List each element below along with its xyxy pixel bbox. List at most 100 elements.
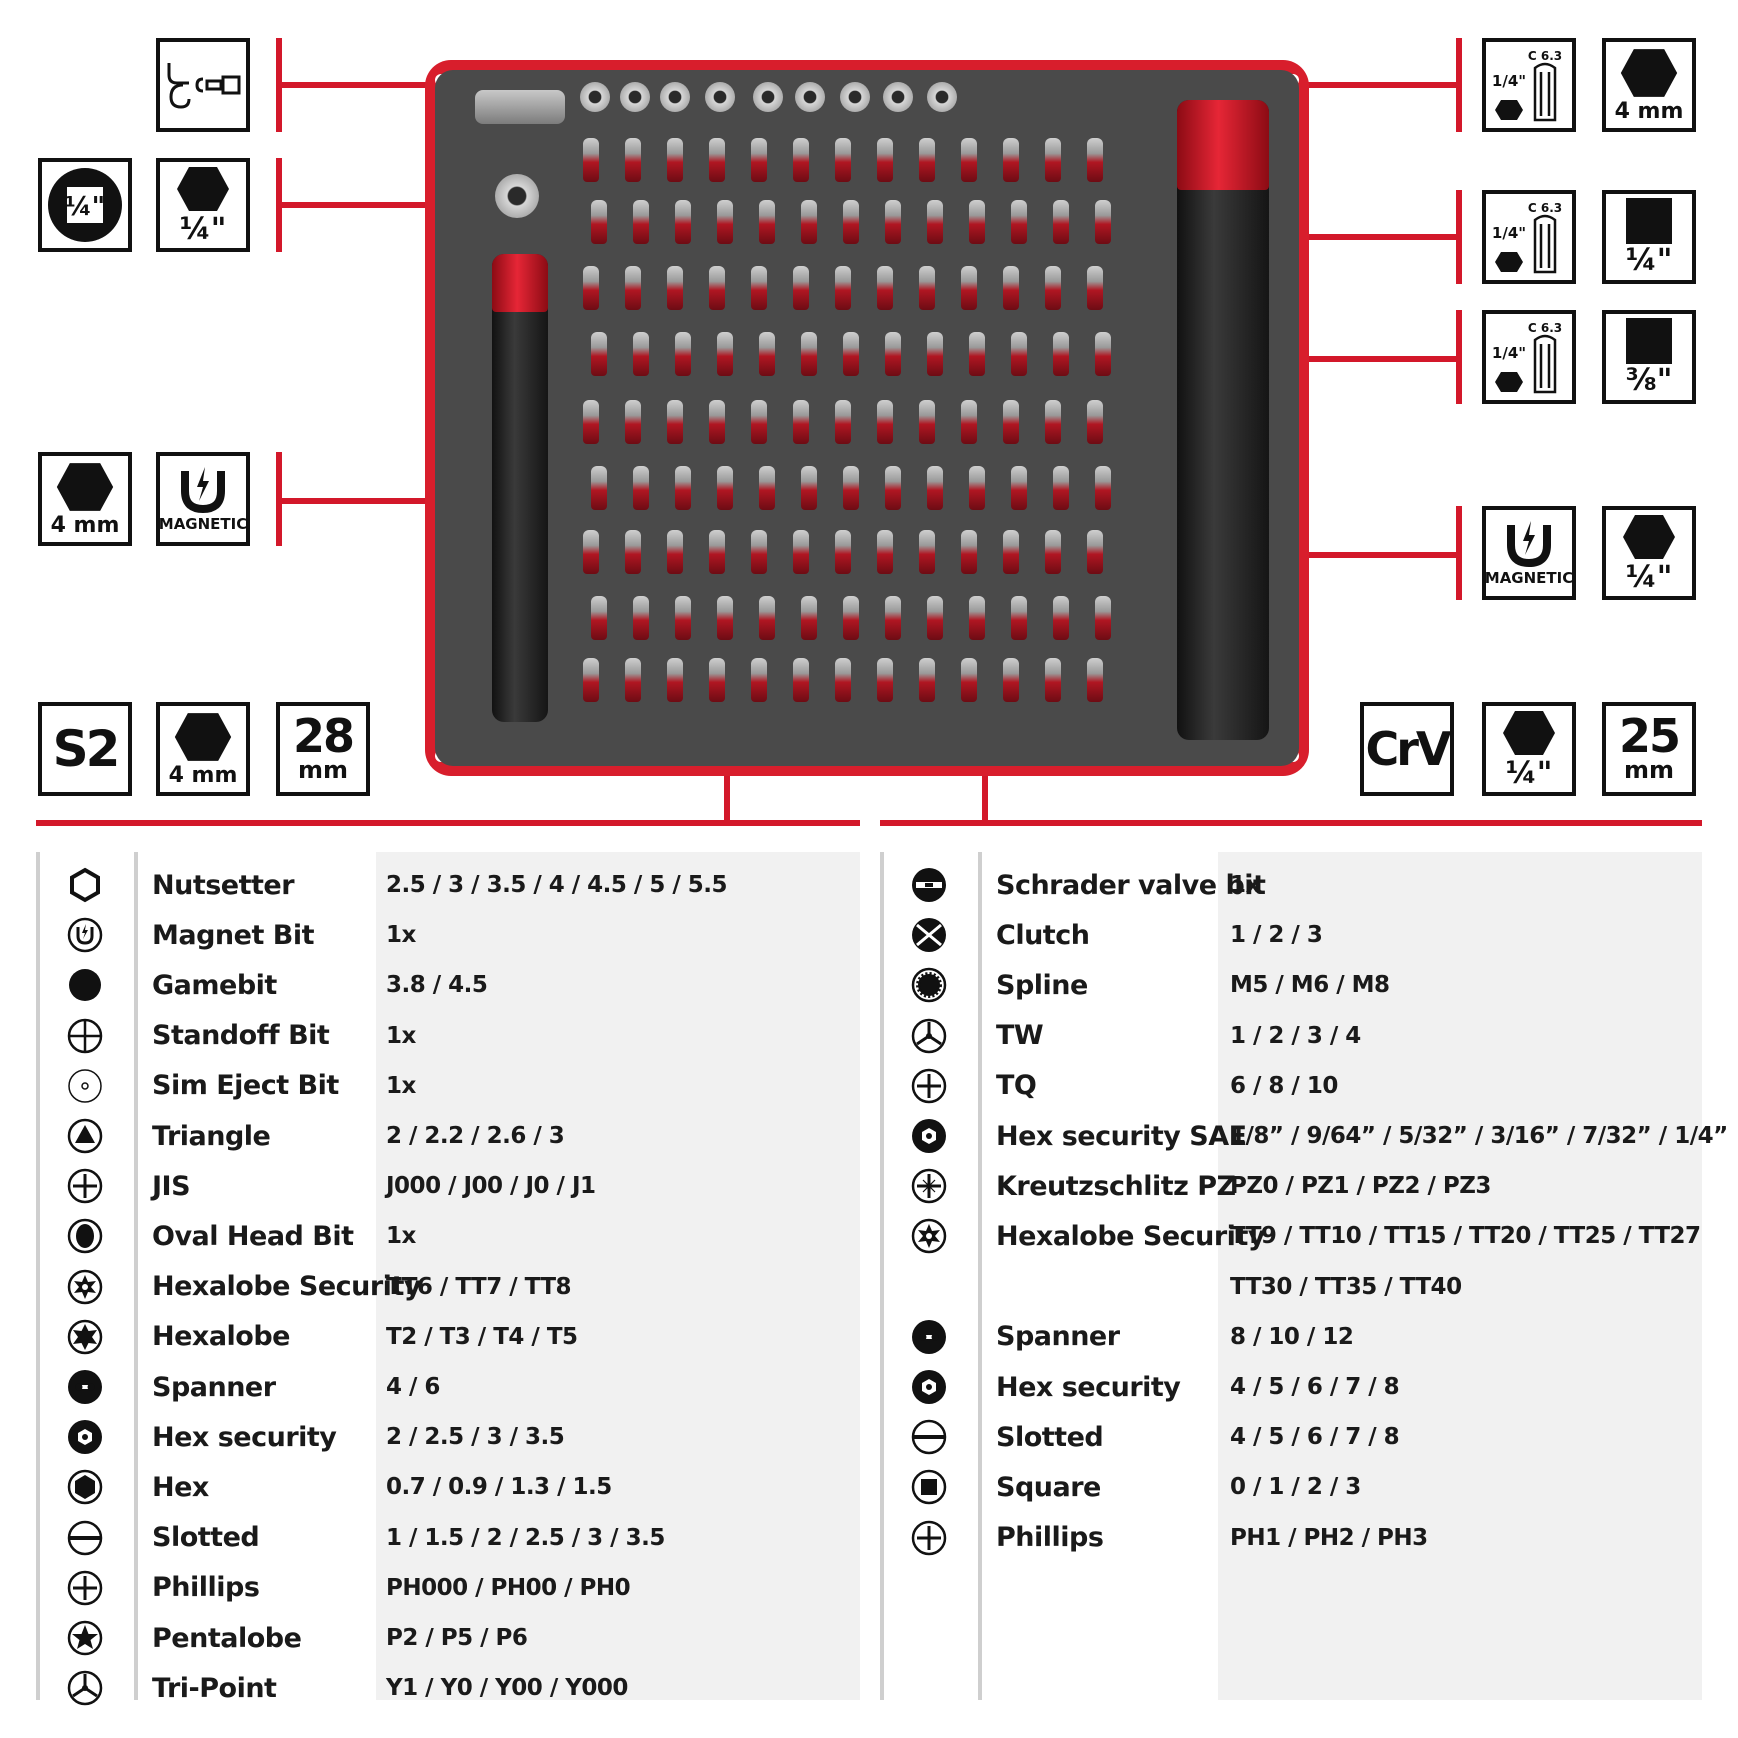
left-table-bit-name: Pentalobe (152, 1622, 302, 1654)
length-28-box: 28 mm (276, 702, 370, 796)
nutsetter-socket (753, 82, 783, 112)
right-table-row: TT30 / TT35 / TT40 (880, 1262, 1702, 1312)
screwdriver-bit (961, 658, 977, 702)
screwdriver-bit (717, 596, 733, 640)
right-table-bit-sizes: 8 / 10 / 12 (1230, 1323, 1354, 1350)
screwdriver-bit (1087, 400, 1103, 444)
left-table-bit-sizes: 1x (386, 1072, 416, 1099)
crv-label: CrV (1365, 722, 1451, 776)
oval-icon (67, 1218, 103, 1254)
quarter-socket-adapter (495, 174, 539, 218)
callout-line (276, 82, 496, 88)
c63-label-1: C 6.3 (1528, 49, 1562, 63)
spanner-icon (67, 1369, 103, 1405)
screwdriver-bit (591, 466, 607, 510)
screwdriver-bit (675, 332, 691, 376)
left-table-bit-sizes: 2 / 2.2 / 2.6 / 3 (386, 1123, 565, 1149)
square-quarter-box: ¼" (1602, 190, 1696, 284)
slotted-icon (911, 1419, 947, 1455)
screwdriver-bit (1011, 466, 1027, 510)
phillips-icon (911, 1520, 947, 1556)
pz-icon (911, 1168, 947, 1204)
spanner-icon (911, 1319, 947, 1355)
hex-icon (1623, 515, 1675, 559)
screwdriver-bit (919, 400, 935, 444)
screwdriver-bit (625, 138, 641, 182)
left-table-bit-name: JIS (152, 1170, 191, 1202)
screwdriver-bit (843, 200, 859, 244)
sim-eject-icon (67, 1068, 103, 1104)
schrader-icon (911, 867, 947, 903)
section-divider-right (880, 820, 1702, 826)
screwdriver-bit (717, 332, 733, 376)
tq-icon (911, 1068, 947, 1104)
right-table-bit-sizes: 0 / 1 / 2 / 3 (1230, 1474, 1361, 1501)
callout-line (1240, 552, 1460, 558)
screwdriver-bit (1045, 266, 1061, 310)
screwdriver-bit (591, 332, 607, 376)
screwdriver-bit (751, 266, 767, 310)
screwdriver-bit (877, 266, 893, 310)
gamebit-icon (67, 967, 103, 1003)
screwdriver-bit (633, 332, 649, 376)
pentalobe-icon (67, 1620, 103, 1656)
screwdriver-bit (969, 596, 985, 640)
right-table-bit-name: Kreutzschlitz PZ (996, 1170, 1236, 1202)
left-table-bit-sizes: Y1 / Y0 / Y00 / Y000 (386, 1675, 628, 1702)
hex-c63-box-1: C 6.3 1/4" (1482, 38, 1576, 132)
left-table-bit-sizes: 1x (386, 1022, 416, 1049)
quarter-inch-socket-icon: ¼" (48, 168, 122, 242)
left-table-bit-name: Hexalobe (152, 1321, 291, 1353)
left-table-bit-sizes: 1x (386, 1223, 416, 1250)
hex-4mm-bottom-label: 4 mm (168, 763, 238, 788)
screwdriver-bit (877, 530, 893, 574)
screwdriver-bit (793, 138, 809, 182)
hex-icon (56, 463, 114, 511)
c63-label-3: C 6.3 (1528, 321, 1562, 335)
right-table-bit-sizes: 4 / 5 / 6 / 7 / 8 (1230, 1374, 1400, 1400)
left-table-row: Hexalobe T2 / T3 / T4 / T5 (36, 1312, 860, 1362)
left-table-bit-name: Magnet Bit (152, 919, 315, 951)
left-table-bit-sizes: 3.8 / 4.5 (386, 972, 488, 999)
left-table-bit-name: Hex security (152, 1421, 337, 1453)
screwdriver-bit (885, 200, 901, 244)
screwdriver-bit (709, 266, 725, 310)
right-table-bit-sizes: 6 / 8 / 10 (1230, 1072, 1338, 1099)
right-table-bit-sizes: TT9 / TT10 / TT15 / TT20 / TT25 / TT27 (1230, 1223, 1701, 1250)
left-table-bit-sizes: T2 / T3 / T4 / T5 (386, 1323, 578, 1350)
hex-icon (1620, 49, 1678, 97)
screwdriver-bit (633, 466, 649, 510)
screwdriver-bit (1011, 332, 1027, 376)
square-three-eighths-label: ⅜" (1625, 363, 1673, 398)
screwdriver-bit (1053, 596, 1069, 640)
left-table-bit-sizes: 1x (386, 922, 416, 949)
screwdriver-bit (591, 596, 607, 640)
screwdriver-bit (877, 138, 893, 182)
screwdriver-bit (717, 200, 733, 244)
screwdriver-bit (793, 530, 809, 574)
nutsetter-socket (580, 82, 610, 112)
hex-security-icon (67, 1419, 103, 1455)
screwdriver-bit (961, 530, 977, 574)
left-table-bit-sizes: TT6 / TT7 / TT8 (386, 1273, 572, 1300)
screwdriver-bit (1087, 266, 1103, 310)
screwdriver-bit (751, 400, 767, 444)
tray-foam (435, 70, 1299, 766)
screwdriver-bit (633, 596, 649, 640)
screwdriver-bit (667, 266, 683, 310)
nutsetter-socket (705, 82, 735, 112)
magnetic-box-right: MAGNETIC (1482, 506, 1576, 600)
left-table-bit-sizes: 2.5 / 3 / 3.5 / 4 / 4.5 / 5 / 5.5 (386, 872, 727, 898)
screwdriver-bit (885, 466, 901, 510)
